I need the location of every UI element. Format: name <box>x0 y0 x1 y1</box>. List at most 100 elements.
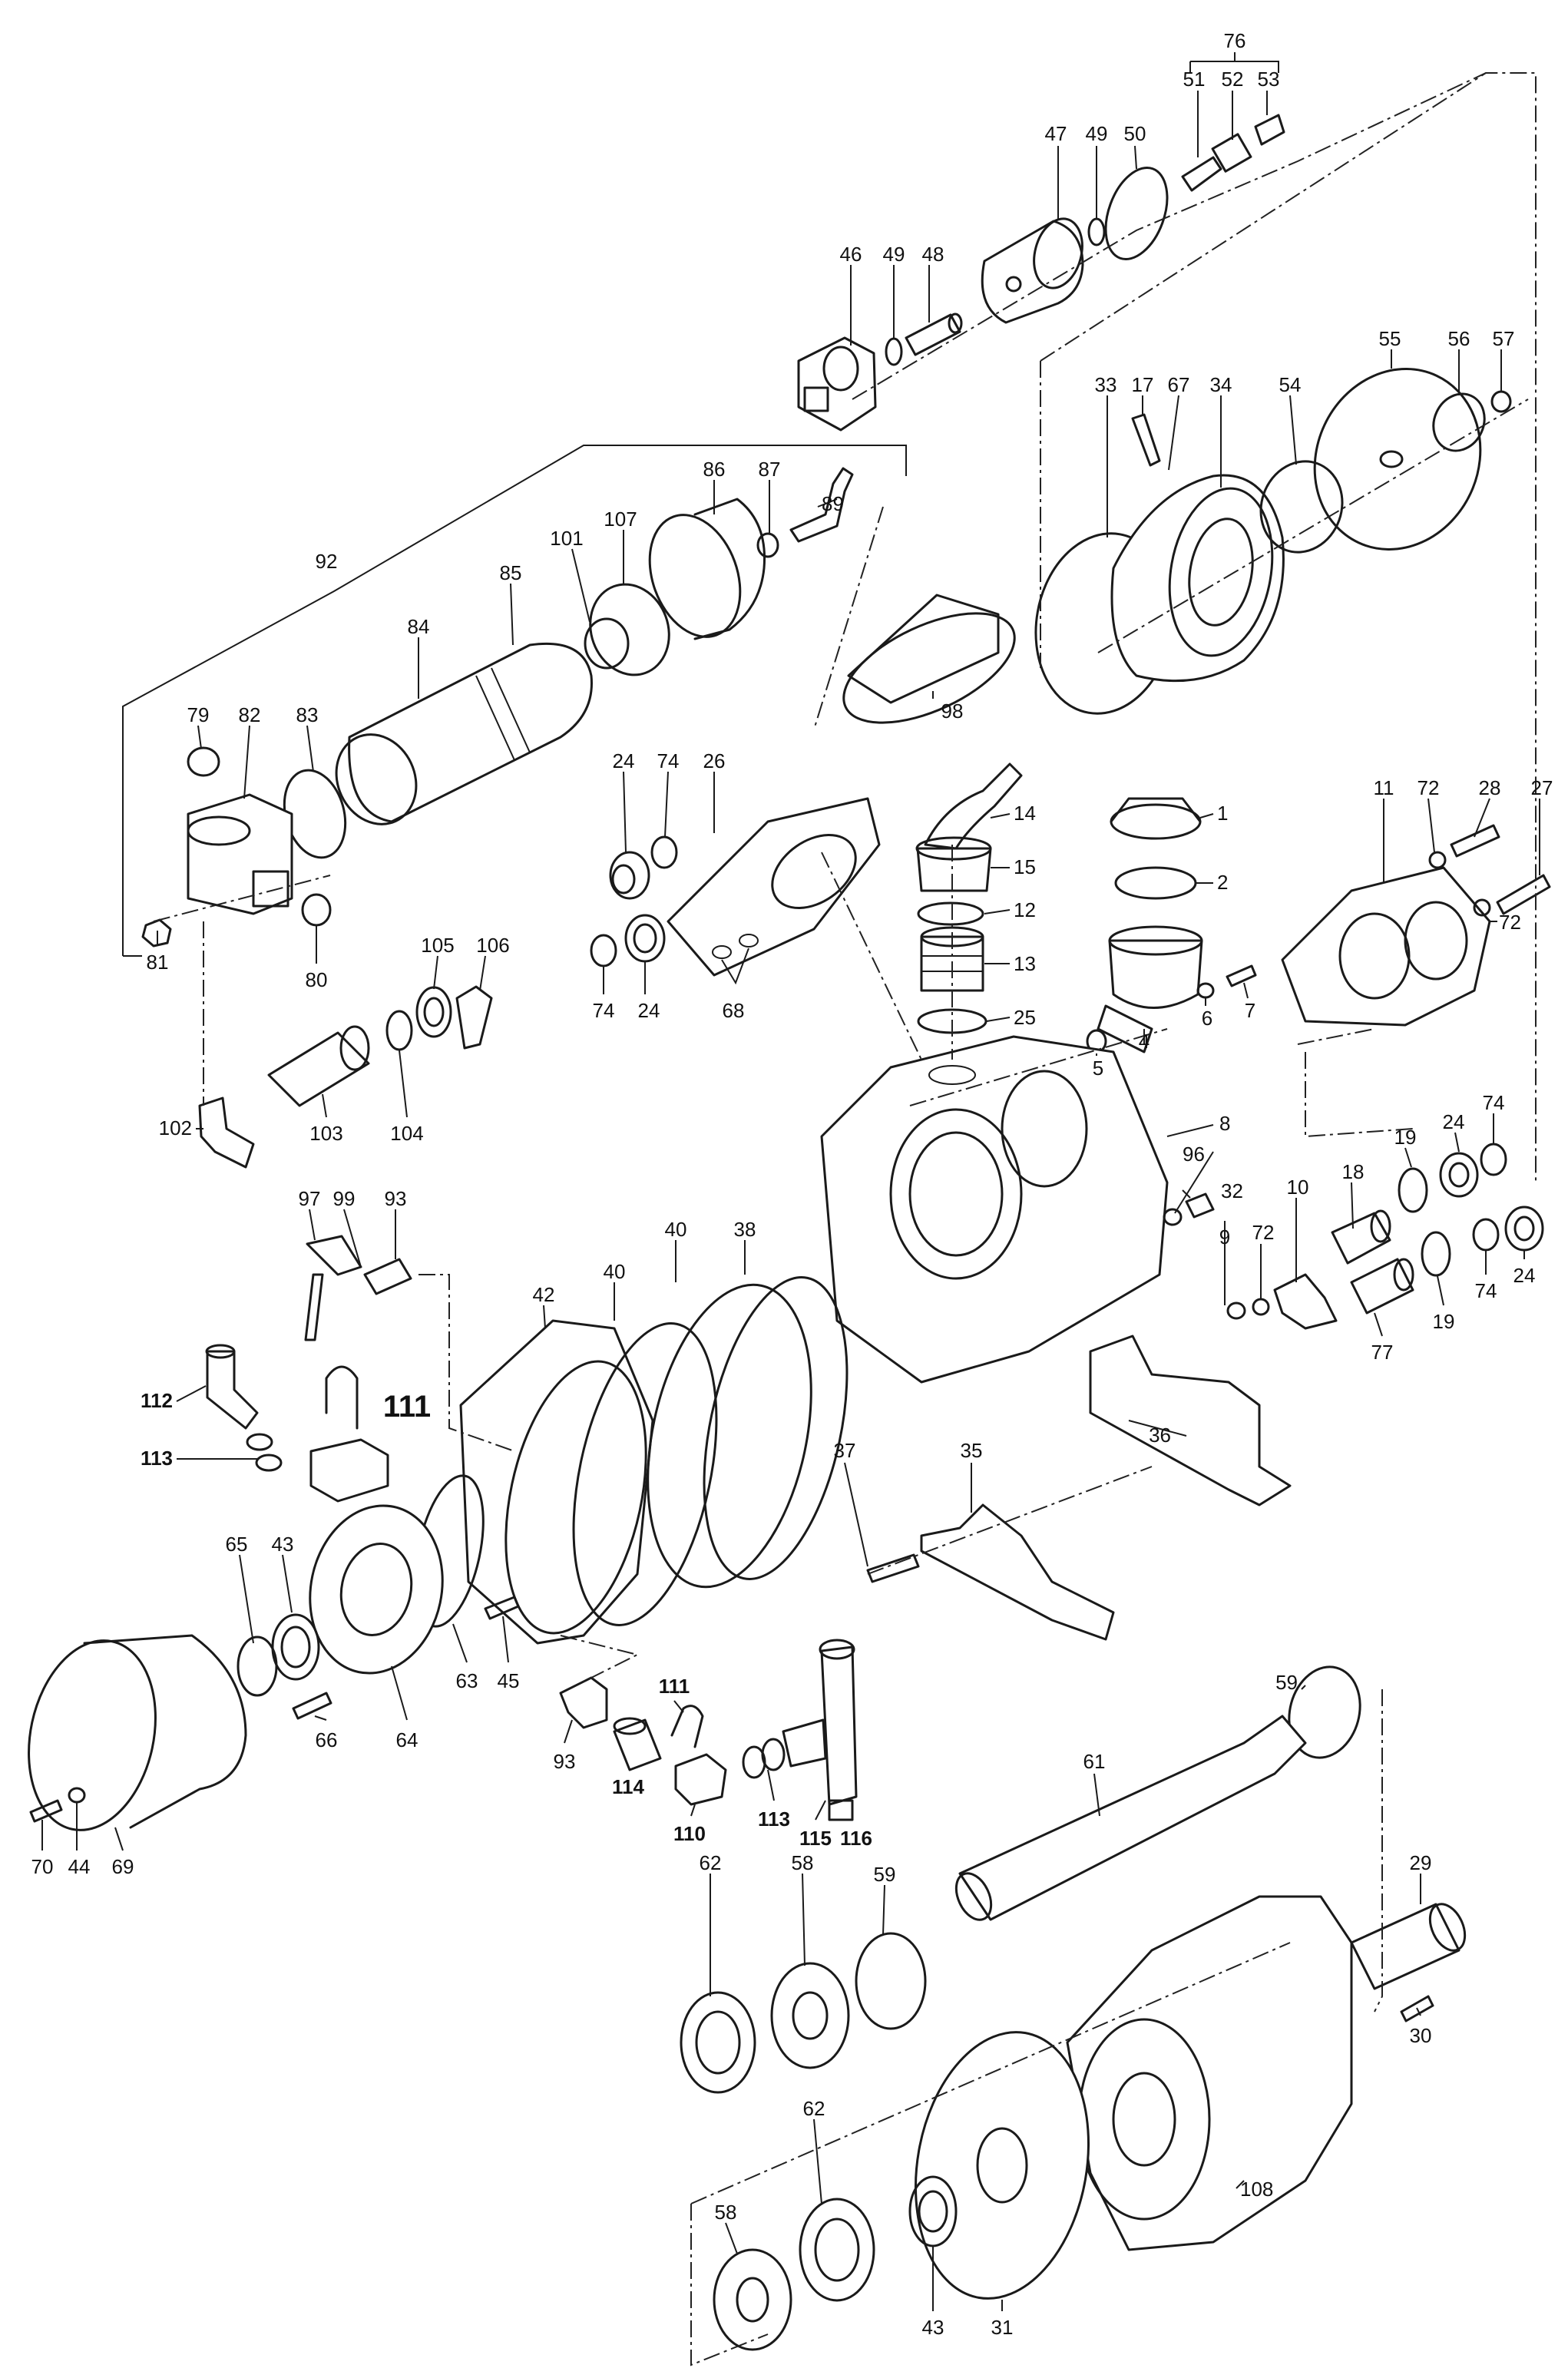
label-61: 61 <box>1083 1750 1106 1773</box>
part-29-sleeve <box>1350 1903 1467 1990</box>
label-83: 83 <box>296 703 319 726</box>
label-96: 96 <box>1183 1143 1205 1166</box>
part-19-ring-a <box>1398 1167 1428 1213</box>
label-72-c: 72 <box>1252 1221 1275 1244</box>
part-74-ring-b <box>590 934 617 967</box>
part-58-flange-b <box>713 2248 792 2351</box>
part-15-union-nut <box>915 836 992 892</box>
label-10: 10 <box>1287 1176 1309 1199</box>
label-81: 81 <box>147 951 169 974</box>
part-2-oring <box>1114 866 1197 900</box>
label-111-b: 111 <box>659 1675 690 1698</box>
label-110: 110 <box>673 1822 706 1845</box>
label-82: 82 <box>239 703 261 726</box>
label-24-b: 24 <box>638 999 660 1022</box>
label-26: 26 <box>703 749 726 772</box>
label-2: 2 <box>1217 871 1228 894</box>
part-46-head <box>797 336 877 432</box>
label-48: 48 <box>922 243 944 266</box>
leaders-layer <box>41 91 1540 2311</box>
part-30-bolt <box>1400 1995 1434 2022</box>
part-104-ring <box>385 1010 413 1051</box>
part-74-ring-c <box>1480 1143 1507 1176</box>
label-45: 45 <box>498 1669 520 1692</box>
label-66: 66 <box>316 1728 338 1751</box>
label-50: 50 <box>1124 122 1146 145</box>
label-35: 35 <box>961 1439 983 1462</box>
part-24-fitting-b <box>624 914 666 963</box>
label-42: 42 <box>533 1283 555 1306</box>
label-43-a: 43 <box>272 1533 294 1556</box>
part-72-washer-c <box>1252 1298 1270 1316</box>
part-89-valve <box>789 467 854 543</box>
part-62-bearing-a <box>680 1991 756 2094</box>
part-113-ring-d <box>761 1738 786 1771</box>
label-59-a: 59 <box>1275 1671 1298 1694</box>
label-27: 27 <box>1531 776 1553 799</box>
part-111-clip-top <box>325 1365 359 1430</box>
part-24-fitting-d <box>1504 1206 1544 1252</box>
part-6-washer <box>1196 982 1215 999</box>
part-38-ring <box>703 1276 849 1580</box>
label-17: 17 <box>1132 373 1154 396</box>
label-76: 76 <box>1224 29 1246 52</box>
label-113-b: 113 <box>758 1807 790 1831</box>
part-61-shaft <box>954 1715 1307 1921</box>
part-49-ring-upper <box>1087 217 1106 246</box>
label-74-c: 74 <box>1483 1091 1505 1114</box>
label-57: 57 <box>1493 327 1515 350</box>
label-62-a: 62 <box>700 1851 722 1874</box>
part-114-bush <box>613 1717 662 1771</box>
part-57-nut <box>1490 390 1512 413</box>
part-35-bracket <box>920 1503 1115 1641</box>
part-14-elbow <box>924 762 1023 850</box>
part-69-guard <box>28 1634 247 1831</box>
part-58-flange-a <box>770 1962 850 2069</box>
part-32-plug <box>1185 1192 1215 1219</box>
label-19-b: 19 <box>1433 1310 1455 1333</box>
label-108: 108 <box>1240 2178 1273 2201</box>
label-102: 102 <box>159 1116 192 1139</box>
part-111-block <box>309 1438 389 1503</box>
label-59-b: 59 <box>874 1863 896 1886</box>
part-103-valve <box>267 1025 370 1107</box>
part-72-washer-a <box>1428 851 1447 869</box>
part-96-washer <box>1163 1208 1183 1226</box>
label-32: 32 <box>1221 1179 1243 1202</box>
label-86: 86 <box>703 458 726 481</box>
label-14: 14 <box>1014 802 1036 825</box>
part-65-circlip <box>237 1635 278 1697</box>
part-105-nut <box>415 986 452 1038</box>
part-113-ring-a <box>246 1433 273 1451</box>
part-24-fitting-a <box>609 851 650 900</box>
label-5: 5 <box>1093 1057 1103 1080</box>
part-87-ring <box>756 532 779 558</box>
part-115-tee <box>782 1639 858 1806</box>
part-27-bolt <box>1496 874 1551 915</box>
label-24-c: 24 <box>1443 1110 1465 1133</box>
part-48-pin <box>905 313 963 356</box>
label-74-a: 74 <box>657 749 680 772</box>
label-28: 28 <box>1479 776 1501 799</box>
label-15: 15 <box>1014 855 1036 878</box>
label-25: 25 <box>1014 1006 1036 1029</box>
label-12: 12 <box>1014 898 1036 921</box>
part-59-ring-b <box>855 1932 927 2030</box>
label-69: 69 <box>112 1855 134 1878</box>
label-98: 98 <box>941 700 964 723</box>
label-7: 7 <box>1245 999 1255 1022</box>
label-19-a: 19 <box>1394 1126 1417 1149</box>
part-59-ring-a <box>1288 1665 1361 1759</box>
label-70: 70 <box>31 1855 54 1878</box>
part-9-washer <box>1226 1301 1246 1320</box>
label-34: 34 <box>1210 373 1232 396</box>
label-65: 65 <box>226 1533 248 1556</box>
label-4: 4 <box>1139 1030 1150 1053</box>
label-58-a: 58 <box>792 1851 814 1874</box>
part-108-crankcase <box>1066 1895 1353 2251</box>
parts-layer <box>28 114 1551 2351</box>
label-55: 55 <box>1379 327 1401 350</box>
part-64-flange <box>309 1504 444 1675</box>
part-51-53-valve-pin <box>1181 114 1285 192</box>
part-112-fitting <box>205 1344 259 1430</box>
